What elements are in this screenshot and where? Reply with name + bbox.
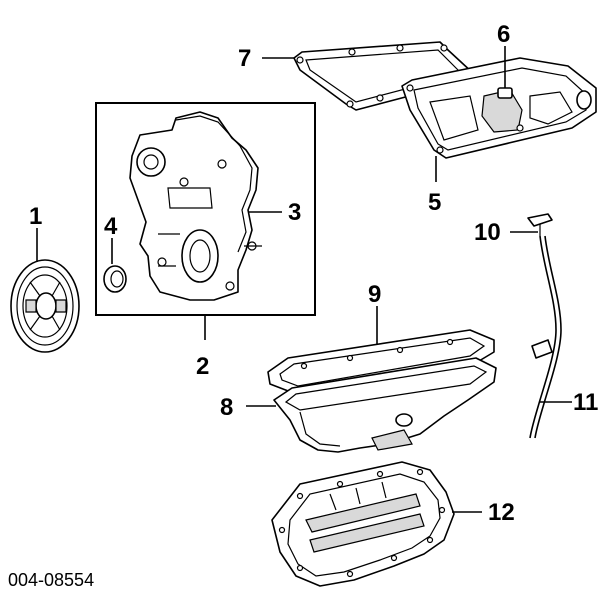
callout-12: 12: [488, 499, 515, 526]
callout-6: 6: [497, 21, 510, 48]
callout-2: 2: [196, 353, 209, 380]
dipstick: [527, 213, 553, 236]
oil-pan: [273, 357, 497, 453]
crankshaft-pulley: [10, 259, 80, 353]
callout-1: 1: [29, 203, 42, 230]
callout-11: 11: [573, 389, 598, 416]
callout-8: 8: [220, 394, 233, 421]
pcv-valve: [497, 87, 513, 99]
callout-10: 10: [474, 219, 501, 246]
valve-cover: [401, 57, 597, 159]
callout-4: 4: [104, 213, 118, 240]
callout-3: 3: [288, 199, 301, 226]
figure-code: 004-08554: [8, 570, 94, 590]
timing-cover: [129, 111, 262, 301]
callout-9: 9: [368, 281, 381, 308]
windage-tray: [271, 461, 455, 587]
callout-5: 5: [428, 189, 441, 216]
crankshaft-seal: [103, 265, 127, 293]
callout-7: 7: [238, 45, 251, 72]
dipstick-tube: [529, 235, 562, 439]
